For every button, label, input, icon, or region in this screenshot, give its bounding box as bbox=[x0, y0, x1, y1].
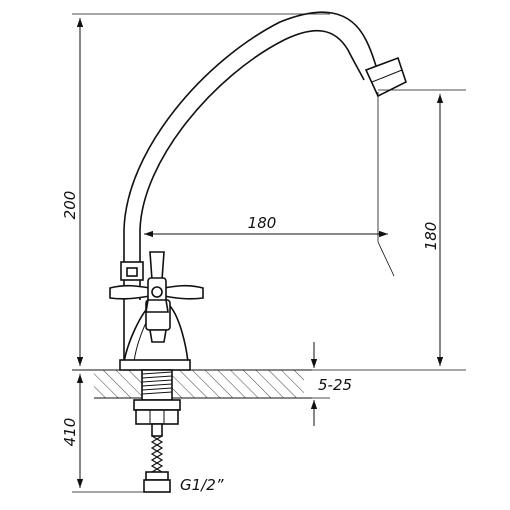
faucet-body bbox=[109, 11, 407, 371]
shank bbox=[133, 369, 181, 493]
extension-lines bbox=[72, 13, 466, 493]
dimension-lines bbox=[76, 18, 444, 488]
thread-size-label: G1/2” bbox=[180, 476, 224, 494]
dim-spout-height: 180 bbox=[422, 222, 440, 251]
dim-shank-length: 410 bbox=[61, 418, 79, 447]
dim-counter-thickness: 5-25 bbox=[318, 376, 352, 394]
countertop bbox=[72, 369, 312, 399]
dim-reach: 180 bbox=[248, 214, 277, 232]
dim-total-height: 200 bbox=[61, 191, 79, 220]
